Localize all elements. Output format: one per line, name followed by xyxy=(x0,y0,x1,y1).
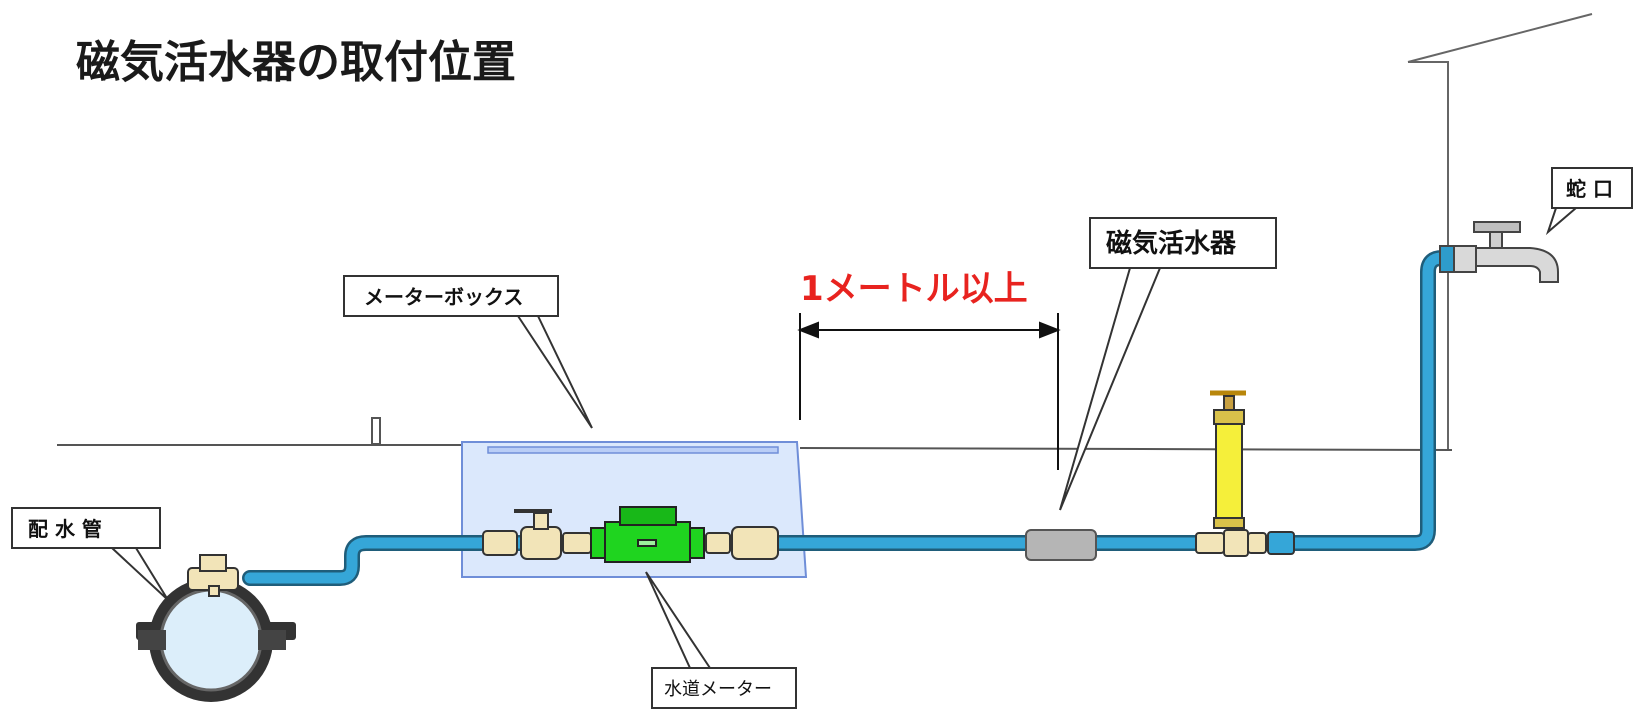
water-meter-callout xyxy=(645,571,797,709)
main-pipe-label: 配 水 管 xyxy=(28,517,102,541)
main-pipe-callout xyxy=(11,507,169,601)
faucet-label: 蛇 口 xyxy=(1566,177,1613,201)
distance-label: 1メートル以上 xyxy=(800,269,1028,309)
meter-box-label: メーターボックス xyxy=(364,285,523,309)
meter-box-callout xyxy=(343,275,593,429)
saddle-valve xyxy=(187,554,239,597)
stand-valve xyxy=(1195,390,1295,557)
faucet xyxy=(1439,221,1559,283)
distance-dimension xyxy=(797,313,1061,470)
activator-callout xyxy=(1059,217,1277,511)
service-pipe-inner xyxy=(244,252,1496,584)
water-main xyxy=(136,578,296,702)
water-meter-label: 水道メーター xyxy=(664,679,772,700)
faucet-callout xyxy=(1545,167,1633,236)
meter-stop-valve xyxy=(482,509,592,560)
activator-label: 磁気活水器 xyxy=(1106,228,1237,259)
water-meter xyxy=(590,506,705,563)
house-outline xyxy=(1407,13,1593,450)
diagram-title: 磁気活水器の取付位置 xyxy=(76,37,516,88)
meter-check-valve xyxy=(705,526,779,560)
ground-line xyxy=(57,417,1453,451)
magnetic-activator xyxy=(1025,529,1097,561)
